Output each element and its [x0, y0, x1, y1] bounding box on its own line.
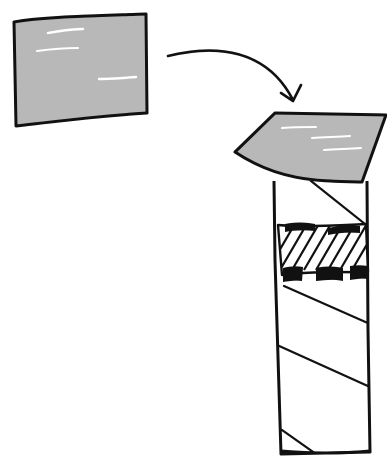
wrapped-seam-band: [276, 222, 370, 282]
tube-spiral-lines: [275, 181, 370, 454]
arrow-curve: [166, 49, 295, 102]
paper-square-shape: [12, 12, 149, 128]
tape-bottom-3: [350, 265, 368, 280]
paper-cap-shape: [233, 111, 387, 184]
tube-bottom-rim: [279, 449, 372, 455]
paper-highlight-bottom: [97, 75, 138, 81]
paper-highlight-top: [46, 27, 85, 35]
tape-bottom-1: [283, 266, 303, 282]
paper-cap: [233, 111, 387, 184]
paper-cap-highlight-2: [311, 135, 351, 139]
arrow-head: [279, 83, 303, 103]
paper-cap-highlight-1: [281, 126, 317, 129]
paper-tube: [272, 180, 372, 456]
tape-bottom-2: [316, 266, 343, 281]
tape-top-1: [285, 222, 315, 232]
paper-square: [12, 12, 149, 128]
paper-cap-highlight-3: [323, 147, 362, 151]
curved-arrow: [166, 49, 303, 103]
tape-top-2: [328, 225, 360, 235]
paper-highlight-middle: [36, 47, 79, 52]
